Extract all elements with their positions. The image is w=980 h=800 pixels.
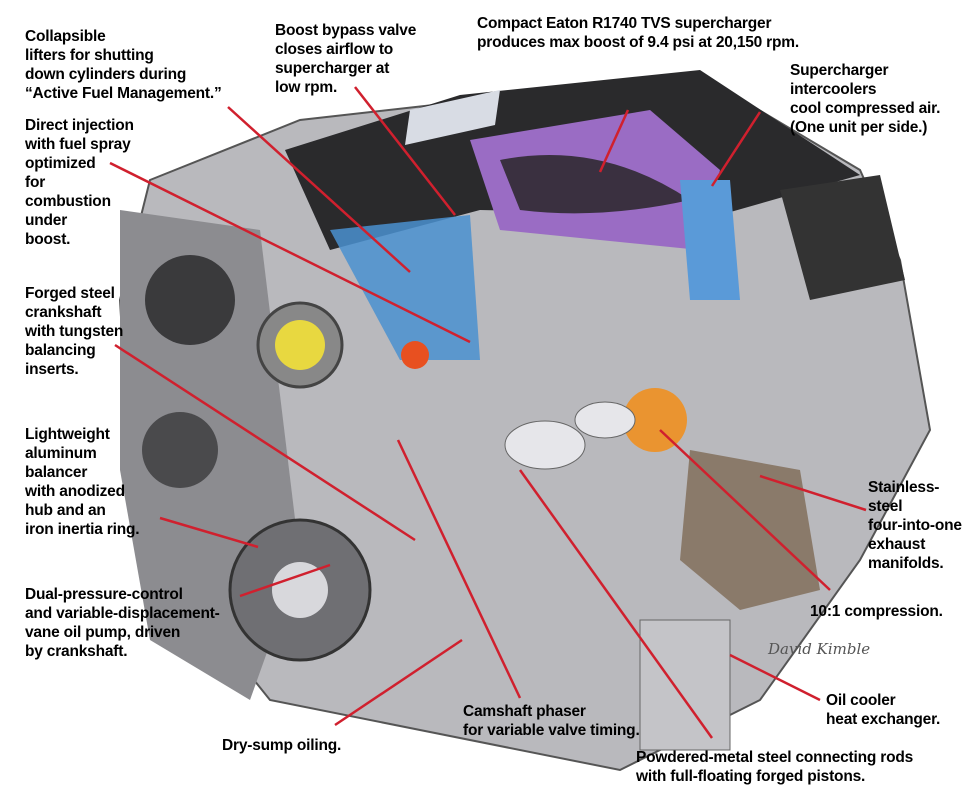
label-direct-injection: Direct injection with fuel spray optimiz… [25, 117, 134, 248]
label-dry-sump: Dry-sump oiling. [222, 737, 342, 754]
coil-pack [780, 175, 905, 300]
leader-line [659, 429, 831, 591]
balancer-hub [272, 562, 328, 618]
pulley [142, 412, 218, 488]
pulley [145, 255, 235, 345]
leader-line [710, 111, 762, 187]
exhaust-manifold [680, 450, 820, 610]
leader-line [114, 343, 416, 542]
label-boost-bypass-valve: Boost bypass valve closes airflow to sup… [275, 22, 417, 96]
leader-line [396, 439, 522, 699]
label-connecting-rods: Powdered-metal steel connecting rods wit… [636, 749, 914, 785]
leader-line [518, 469, 714, 739]
label-intercoolers: Supercharger intercoolers cool compresse… [790, 62, 941, 136]
leader-line [759, 474, 867, 512]
label-exhaust-manifolds: Stainless- steel four-into-one exhaust m… [868, 479, 962, 572]
artist-signature: David Kimble [768, 640, 871, 658]
leader-line [334, 638, 463, 727]
label-oil-cooler: Oil cooler heat exchanger. [826, 692, 941, 728]
piston [574, 401, 636, 439]
piston [504, 420, 586, 470]
label-balancer: Lightweight aluminum balancer with anodi… [25, 426, 140, 538]
leader-line [598, 109, 630, 173]
leader-line [354, 86, 456, 216]
throttle-plate [275, 320, 325, 370]
oil-cooler [639, 619, 731, 751]
label-compression: 10:1 compression. [810, 603, 943, 620]
leader-line [227, 106, 411, 273]
label-crankshaft: Forged steel crankshaft with tungsten ba… [25, 285, 124, 378]
injector-tip [401, 341, 429, 369]
intake-runner [330, 215, 480, 360]
combustion-chamber [623, 388, 687, 452]
label-oil-pump: Dual-pressure-control and variable-displ… [25, 586, 220, 660]
leader-line [159, 516, 259, 549]
cover-badge [405, 90, 500, 145]
leader-line [239, 563, 331, 598]
leader-line [109, 161, 471, 344]
label-collapsible-lifters: Collapsible lifters for shutting down cy… [25, 28, 222, 102]
leader-lines [109, 86, 867, 739]
label-camshaft-phaser: Camshaft phaser for variable valve timin… [463, 703, 640, 739]
rotor-housing [500, 155, 690, 214]
intercooler [680, 180, 740, 300]
label-supercharger: Compact Eaton R1740 TVS supercharger pro… [477, 15, 799, 51]
leader-line [729, 653, 821, 702]
